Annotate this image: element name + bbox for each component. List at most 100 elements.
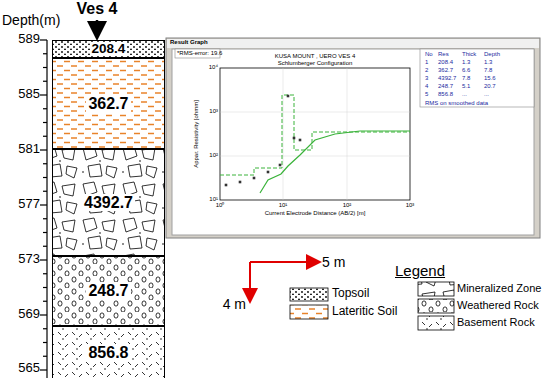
depth-tick [43,328,47,329]
depth-tick [40,259,47,260]
graph-text: Depth [484,51,500,58]
graph-text: 10² [343,202,352,209]
depth-tick [43,108,47,109]
graph-text: 10¹ [209,196,218,203]
depth-tick [43,122,47,123]
axis-label: 573 [18,252,40,267]
graph-text: 10⁴ [209,64,218,71]
legend-text: Topsoil [332,287,369,301]
grid-line [347,68,348,200]
depth-tick [43,177,47,178]
graph-text: 10³ [406,202,415,209]
data-point [279,164,282,167]
graph-text: 2 [425,67,428,74]
graph-text: 4 [425,83,428,90]
data-point [299,139,302,142]
graph-text: Appar. Resistivity [ohmm] [193,100,200,168]
data-point [253,177,256,180]
resistivity-value: 4392.7 [82,194,135,212]
axis-label: 577 [18,197,40,212]
graph-text: 10⁰ [216,202,225,209]
grid-line [220,112,410,113]
layer-band: 856.8 [52,326,165,378]
data-point [267,171,270,174]
graph-text: 3 [425,75,428,82]
legend-text: Mineralized Zone [457,282,541,295]
grid-line [220,156,410,157]
depth-tick [43,218,47,219]
depth-tick [40,94,47,95]
graph-text: 10² [209,152,218,159]
depth-tick [40,149,47,150]
axis-label: 569 [18,307,40,322]
depth-tick [43,301,47,302]
graph-text: Res [438,51,449,58]
graph-text: 7.8 [484,67,492,74]
axis-label: 589 [18,32,40,47]
depth-tick [43,136,47,137]
graph-text: 248.7 [438,83,453,90]
depth-tick [43,81,47,82]
graph-text: Result Graph [170,39,208,46]
layer-band: 362.7 [52,58,165,149]
depth-tick [43,53,47,54]
graph-text: 5.1 [462,83,470,90]
resistivity-value: 856.8 [86,344,130,362]
graph-text: 1.3 [484,59,492,66]
graph-text: 10¹ [279,202,288,209]
depth-tick [40,369,47,370]
depth-tick [43,287,47,288]
graph-text: 1 [425,59,428,66]
layer-band: 208.4 [52,40,165,58]
depth-tick [40,204,47,205]
data-point [293,137,296,140]
axis-label: 565 [18,361,40,376]
graph-text: No [425,51,433,58]
graph-text: KUSA MOUNT , UERO VES 4 [275,53,356,60]
resistivity-value: 248.7 [86,282,130,300]
depth-tick [43,342,47,343]
graph-text: 208.4 [438,59,453,66]
grid-line [283,68,284,200]
graph-text: 5 [425,91,428,98]
scale-label: 4 m [223,296,246,312]
axis-label: Ves 4 [77,0,118,18]
graph-text: Schlumberger Configuration [278,60,353,67]
axis-label: 581 [18,142,40,157]
layer-band: 248.7 [52,256,165,326]
graph-text: 20.7 [484,83,496,90]
graph-text: 5 m [322,254,345,270]
graph-text: 1.3 [462,59,470,66]
depth-tick [40,39,47,40]
data-point [225,184,228,187]
depth-tick [43,67,47,68]
layer-band: 4392.7 [52,149,165,256]
scale-label: Legend [395,262,445,279]
depth-tick [40,314,47,315]
legend-text: Lateritic Soil [332,305,397,319]
graph-text: 10³ [209,108,218,115]
depth-tick [43,232,47,233]
resistivity-value: 362.7 [86,95,130,113]
graph-text: Thick [462,51,476,58]
legend-text: Basement Rock [457,316,535,329]
depth-tick [43,356,47,357]
graph-text: 362.7 [438,67,453,74]
graph-text: 4392.7 [438,75,456,82]
graph-text: 15.6 [484,75,496,82]
graph-text: Current Electrode Distance (AB/2) [m] [265,210,366,217]
graph-text: 7.8 [462,75,470,82]
legend-text: Weathered Rock [457,299,539,312]
depth-tick [43,246,47,247]
graph-text: *RMS-error: 19.6 [177,50,222,57]
graph-text: 856.8 [438,91,453,98]
graph-text: 6.6 [462,67,470,74]
axis-label: Depth(m) [2,12,60,28]
graph-text: RMS on smoothed data [425,100,488,107]
axis-label: 585 [18,87,40,102]
data-point [287,95,290,98]
data-point [239,181,242,184]
graph-text: ... [462,91,467,98]
resistivity-value: 208.4 [90,42,128,57]
depth-tick [43,191,47,192]
